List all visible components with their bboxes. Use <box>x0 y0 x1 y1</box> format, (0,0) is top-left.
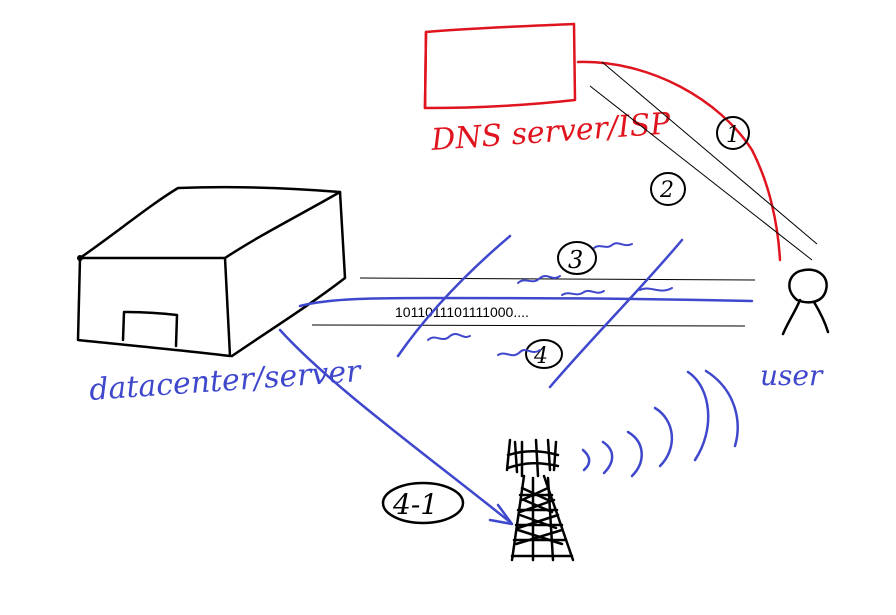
dns-query-lines <box>589 61 818 261</box>
blue-data-path <box>278 234 754 526</box>
step-1-marker: 1 <box>716 116 750 150</box>
svg-text:4: 4 <box>533 344 548 369</box>
bit-stream-label: 1011011101111000.... <box>395 304 529 320</box>
svg-text:1: 1 <box>726 123 740 148</box>
data-squiggles <box>427 242 673 357</box>
cell-tower <box>505 438 575 562</box>
svg-text:4-1: 4-1 <box>392 488 438 521</box>
svg-text:3: 3 <box>568 246 583 274</box>
building-corner-dot <box>77 255 83 261</box>
step-4-marker: 4 <box>525 339 563 369</box>
step-3-marker: 3 <box>557 241 597 275</box>
step-4-1-marker: 4-1 <box>381 481 465 525</box>
dns-to-user-curve <box>576 60 782 262</box>
step-2-marker: 2 <box>650 172 686 206</box>
dns-server-box <box>423 22 577 110</box>
svg-text:2: 2 <box>659 178 674 203</box>
radio-waves <box>581 369 739 478</box>
user-figure <box>781 268 830 336</box>
datacenter-building <box>76 185 347 358</box>
data-pipe-lines <box>311 277 756 327</box>
user-label: user <box>760 359 824 392</box>
